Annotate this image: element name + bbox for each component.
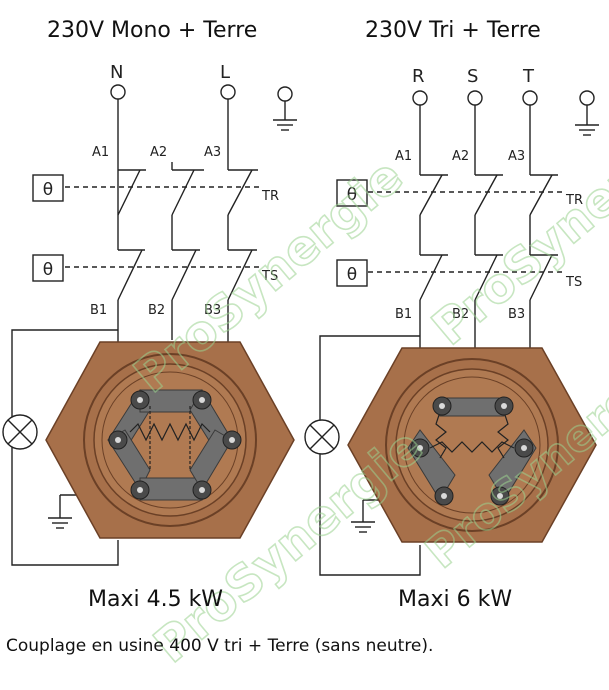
contact-label: B2 bbox=[148, 303, 165, 318]
left-terminal-label: N bbox=[110, 62, 123, 83]
contact-label: B1 bbox=[395, 307, 412, 322]
theta-box-icon: θ bbox=[32, 254, 64, 282]
left-heater-flange bbox=[45, 341, 295, 539]
terminal-l bbox=[220, 84, 236, 100]
left-terminal-label: L bbox=[220, 62, 230, 83]
right-power-label: Maxi 6 kW bbox=[398, 587, 513, 612]
terminal-t bbox=[522, 90, 538, 106]
right-terminal-label: R bbox=[412, 66, 425, 87]
theta-box-icon: θ bbox=[336, 259, 368, 287]
ground-terminal bbox=[579, 90, 595, 106]
right-terminal-label: S bbox=[467, 66, 478, 87]
ground-terminal bbox=[277, 86, 293, 102]
lamp-cross-icon bbox=[2, 414, 38, 450]
lamp-cross-icon bbox=[304, 419, 340, 455]
thermostat-label: TR bbox=[565, 193, 583, 208]
svg-text:θ: θ bbox=[43, 260, 53, 280]
left-diagram bbox=[11, 84, 297, 566]
contact-label: A2 bbox=[452, 149, 469, 164]
theta-box-icon: θ bbox=[336, 179, 368, 207]
svg-text:θ: θ bbox=[347, 185, 357, 205]
svg-text:θ: θ bbox=[347, 265, 357, 285]
left-title: 230V Mono + Terre bbox=[47, 18, 258, 43]
ground-icon bbox=[575, 105, 599, 136]
contact-label: A1 bbox=[395, 149, 412, 164]
contact-label: B3 bbox=[204, 303, 221, 318]
thermostat-label: TR bbox=[261, 189, 279, 204]
contact-label: A1 bbox=[92, 145, 109, 160]
contact-label: A3 bbox=[204, 145, 221, 160]
contact-label: B1 bbox=[90, 303, 107, 318]
right-heater-flange bbox=[347, 347, 597, 543]
contact-label: B2 bbox=[452, 307, 469, 322]
ground-icon bbox=[273, 101, 297, 131]
contact-label: A2 bbox=[150, 145, 167, 160]
contact-label: B3 bbox=[508, 307, 525, 322]
footnote: Couplage en usine 400 V tri + Terre (san… bbox=[6, 636, 434, 656]
svg-text:θ: θ bbox=[43, 180, 53, 200]
terminal-n bbox=[110, 84, 126, 100]
thermostat-label: TS bbox=[565, 275, 582, 290]
right-title: 230V Tri + Terre bbox=[365, 18, 541, 43]
terminal-s bbox=[467, 90, 483, 106]
thermostat-label: TS bbox=[261, 269, 278, 284]
theta-box-icon: θ bbox=[32, 174, 64, 202]
terminal-r bbox=[412, 90, 428, 106]
contact-label: A3 bbox=[508, 149, 525, 164]
left-power-label: Maxi 4.5 kW bbox=[88, 587, 224, 612]
right-terminal-label: T bbox=[522, 66, 535, 87]
